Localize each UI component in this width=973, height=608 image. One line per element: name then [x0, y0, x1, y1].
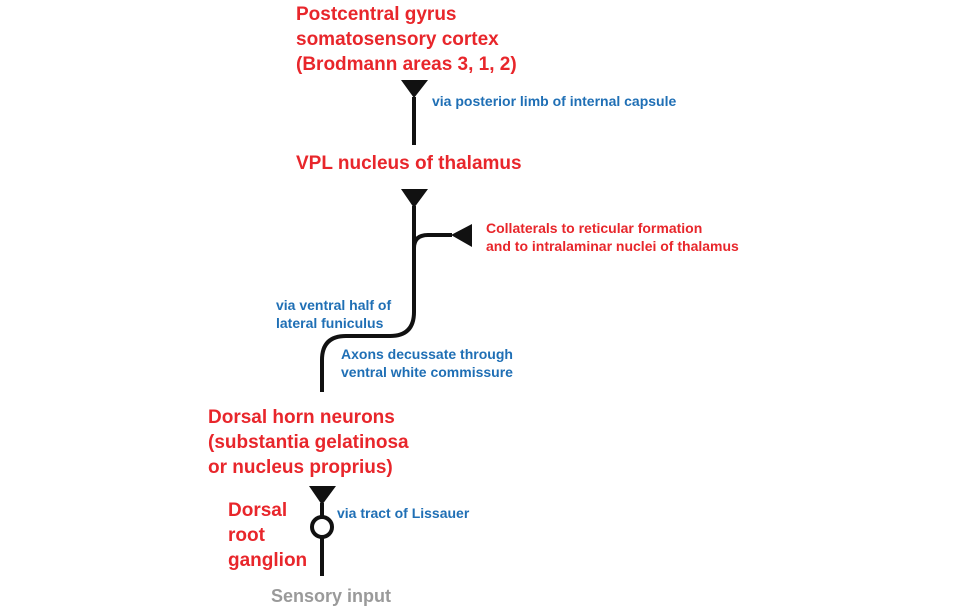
drg-label: Dorsal root ganglion — [228, 498, 307, 573]
collaterals-label: Collaterals to reticular formation and t… — [486, 219, 739, 255]
spinothalamic-axon — [320, 206, 416, 392]
decussation-label-line-2: ventral white commissure — [341, 364, 513, 380]
lissauer-route-label: via tract of Lissauer — [337, 505, 470, 521]
capsule-route-label: via posterior limb of internal capsule — [432, 93, 677, 109]
thalamus-synapse-terminal — [401, 189, 428, 208]
collaterals-label-line-1: Collaterals to reticular formation — [486, 220, 703, 236]
dorsal-horn-label-line-3: or nucleus proprius) — [208, 457, 393, 478]
dorsal-horn-label-line-1: Dorsal horn neurons — [208, 407, 395, 428]
decussation-label-line-1: Axons decussate through — [341, 346, 513, 362]
thalamus-label-line-1: VPL nucleus of thalamus — [296, 153, 522, 174]
cortex-label-line-2: somatosensory cortex — [296, 29, 499, 50]
cortex-synapse-terminal — [401, 80, 428, 98]
collateral-synapse-terminal — [451, 224, 472, 247]
funiculus-label-line-2: lateral funiculus — [276, 315, 384, 331]
collateral-branch — [412, 233, 452, 260]
thalamus-label: VPL nucleus of thalamus — [296, 151, 522, 176]
drg-cell-body-loop — [310, 515, 334, 539]
cortex-label-line-1: Postcentral gyrus — [296, 4, 457, 25]
cortex-label: Postcentral gyrus somatosensory cortex (… — [296, 2, 517, 77]
drg-label-line-1: Dorsal — [228, 500, 288, 521]
drg-label-line-3: ganglion — [228, 550, 308, 571]
decussation-label: Axons decussate through ventral white co… — [341, 345, 513, 381]
funiculus-label-line-1: via ventral half of — [276, 297, 392, 313]
dorsal-horn-label: Dorsal horn neurons (substantia gelatino… — [208, 405, 409, 480]
sensory-input-label: Sensory input — [271, 586, 392, 606]
dorsal-horn-synapse-terminal — [309, 486, 336, 505]
drg-label-line-2: root — [228, 525, 265, 546]
cortex-label-line-3: (Brodmann areas 3, 1, 2) — [296, 54, 517, 75]
funiculus-route-label: via ventral half of lateral funiculus — [276, 296, 391, 332]
dorsal-horn-label-line-2: (substantia gelatinosa — [208, 432, 409, 453]
collaterals-label-line-2: and to intralaminar nuclei of thalamus — [486, 238, 739, 254]
